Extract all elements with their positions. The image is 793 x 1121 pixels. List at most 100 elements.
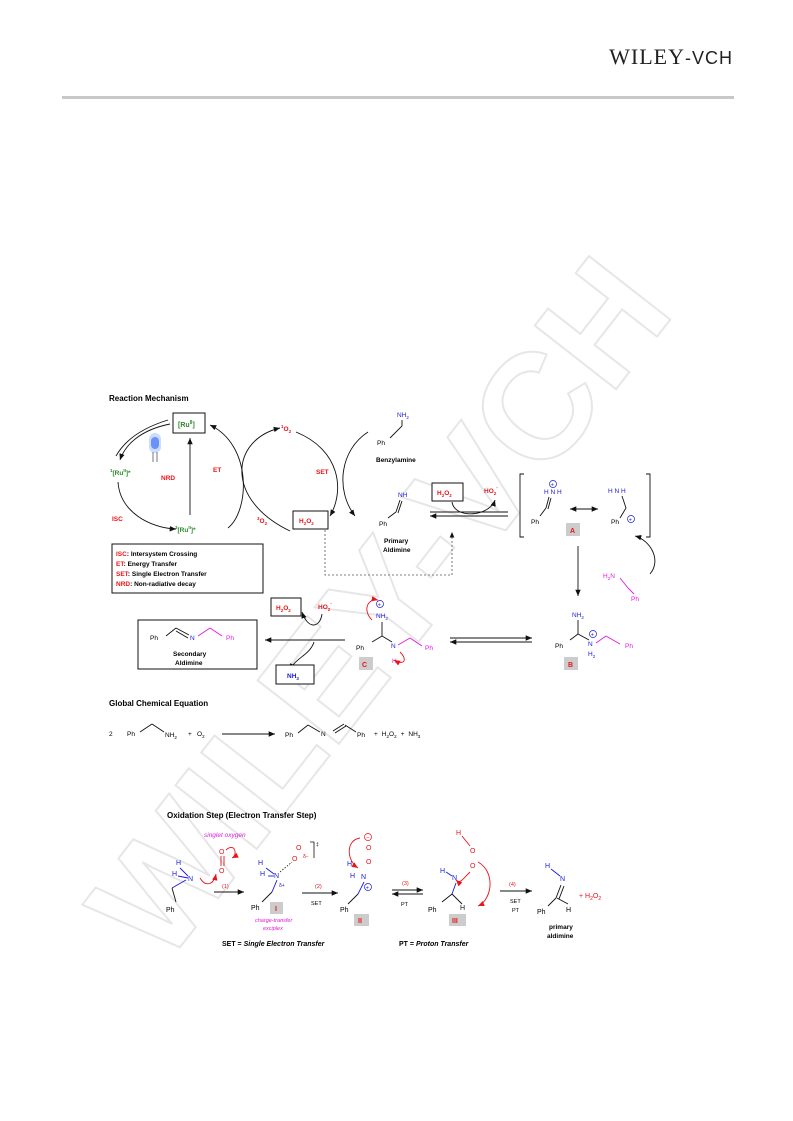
secondary-ph2: Ph [226,635,234,642]
step3-pt: PT [401,902,409,908]
ho2-label-2: HO2- [318,601,332,612]
secondary-n: N [190,635,195,642]
primary-aldimine-ph: Ph [379,521,387,528]
ru-singlet-label: 1[RuII]* [110,468,131,477]
iminium-a-n: H N H [544,489,562,496]
h2o2-box-2 [431,482,464,502]
iii-ph: Ph [428,907,437,914]
attacking-amine-h2n: H2N [603,573,615,581]
b-h2: H2 [588,651,596,659]
et-ru-arrow [209,424,244,529]
b-ph2: Ph [625,643,633,650]
label-iii: III [452,918,458,925]
global-o2: O2 [197,731,205,739]
global-plus-1: + [188,731,192,738]
ii-h2: H [350,873,355,880]
secondary-ph1: Ph [150,635,158,642]
iminium-resonance-bracket [519,473,651,538]
b-n: N [588,641,593,648]
o2-substrate-2: O [219,868,225,875]
benzylamine-label: Benzylamine [376,457,416,464]
iii-arrow-2 [455,871,471,887]
attack-arrow [634,535,656,575]
c-arrow-1 [366,596,379,621]
primary-aldimine-nh: NH [398,492,408,499]
ii-h1: H [347,861,352,868]
iii-arrow-1 [477,861,491,907]
nh3-box [275,664,315,685]
secondary-bonds-1 [165,627,190,639]
iii-h: H [456,830,461,837]
legend-set: SET: Single Electron Transfer [116,571,207,578]
i-ddagger: ‡ [316,842,319,848]
iminium-a-structure [539,496,552,517]
global-bonds-2 [297,723,357,734]
set-definition: SET = Single Electron Transfer [222,941,326,948]
label-c: C [362,662,367,669]
ru-ground-box [172,412,206,434]
i-ph: Ph [251,905,260,912]
global-bonds-1 [139,723,165,733]
benzylamine-ph: Ph [377,440,385,447]
singlet-o2-label: 1O2 [281,424,292,434]
b-benzyl-bonds [595,635,621,645]
step2-label: (2) [315,884,322,890]
attacking-amine-ph: Ph [631,596,639,603]
label-a: A [570,528,575,535]
i-n: N [274,873,279,880]
i-delta-plus: δ+ [279,883,285,889]
c-benzyl-bonds [397,637,423,647]
prod-h: H [545,863,550,870]
step1-label: (1) [222,884,229,890]
mechanism-title: Reaction Mechanism [109,394,189,403]
h2o2-label-1: H2O2 [299,518,314,526]
c-nh2: NH2 [376,613,388,621]
i-h1: H [258,860,263,867]
ii-ph: Ph [340,907,349,914]
i-delta-minus: δ− [303,854,309,860]
ii-o1: O [366,845,372,852]
ii-bond-black [347,893,359,905]
i-bonds-blue [265,867,278,893]
legend-isc: ISC: Intersystem Crossing [116,551,197,558]
c-ph: Ph [356,645,364,652]
global-n: N [321,731,326,738]
set-label: SET [316,469,329,476]
blue-led-icon [149,433,161,462]
ct-label-1: charge-transfer [255,918,293,924]
sub-bonds-blue [171,867,189,889]
label-i-box [270,902,283,914]
prod-ph: Ph [537,909,546,916]
sub-h2: H [172,871,177,878]
i-o1: O [292,856,298,863]
iii-n: N [452,875,457,882]
global-nh2: NH2 [165,732,177,740]
b-bonds [569,620,590,641]
step4-set: SET [510,899,521,905]
attacking-amine-bonds [619,577,635,595]
prod-label-1: primary [549,924,573,931]
label-iii-box [449,914,466,926]
primary-aldimine-label-1: Primary [384,538,409,545]
o2-arrow [225,847,239,859]
i-bond-black [261,891,273,903]
benzylamine-structure [389,420,403,439]
i-bracket [310,841,315,858]
label-c-box [359,657,373,670]
n-attack-arrow [199,873,218,885]
iii-h-ch: H [460,905,465,912]
ru-ground-label: [RuII] [178,420,195,429]
benzylamine-nh2: NH2 [397,412,409,420]
global-ph3: Ph [357,732,365,739]
global-coef: 2 [109,731,113,738]
relaxation-arrow [115,419,169,457]
sub-h1: H [176,860,181,867]
ii-minus-symbol: − [366,836,370,842]
b-charge-icon [589,630,597,638]
iminium-a2-n: H N H [608,488,626,495]
nh3-label: NH3 [287,673,299,681]
plus-charge-icon [549,480,557,488]
prod-n: N [560,876,565,883]
global-ph2: Ph [285,732,293,739]
